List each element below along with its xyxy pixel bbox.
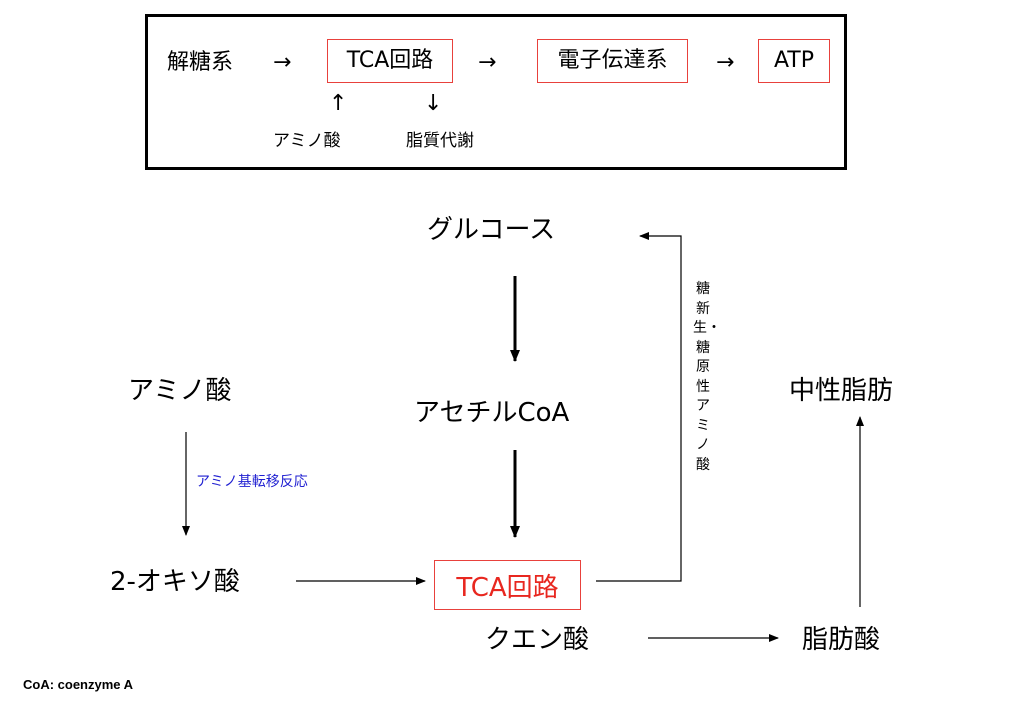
transamination-label: アミノ基転移反応	[196, 474, 308, 490]
summary-up-arrow: ↑	[329, 91, 348, 116]
node-citric-acid: クエン酸	[485, 625, 590, 655]
summary-box	[145, 14, 847, 170]
summary-atp-label: ATP	[773, 48, 815, 73]
summary-down-arrow: ↓	[424, 91, 443, 116]
summary-glycolysis: 解糖系	[167, 50, 234, 75]
node-oxo-acid: 2-オキソ酸	[110, 567, 240, 597]
node-tca-label: TCA回路	[456, 572, 559, 603]
summary-amino-acid: アミノ酸	[273, 131, 341, 151]
summary-atp-box: ATP	[758, 39, 830, 83]
node-neutral-fat: 中性脂肪	[789, 376, 894, 406]
gluconeogenesis-label: 糖新生・糖原性アミノ酸	[693, 281, 721, 473]
summary-lipid-metabolism: 脂質代謝	[406, 131, 474, 151]
summary-arrow-3: →	[716, 50, 735, 75]
arrow-tca-to-glucose	[596, 232, 682, 582]
node-glucose: グルコース	[427, 215, 556, 245]
summary-tca-box: TCA回路	[327, 39, 453, 83]
summary-arrow-1: →	[273, 50, 292, 75]
node-tca-box: TCA回路	[434, 560, 581, 610]
node-acetyl-coa: アセチルCoA	[414, 398, 570, 428]
summary-tca-label: TCA回路	[346, 48, 434, 73]
node-fatty-acid: 脂肪酸	[802, 625, 881, 655]
summary-electron-transport-label: 電子伝達系	[557, 48, 668, 73]
node-amino-acid: アミノ酸	[128, 376, 232, 406]
footnote: CoA: coenzyme A	[23, 677, 134, 692]
summary-arrow-2: →	[478, 50, 497, 75]
summary-electron-transport-box: 電子伝達系	[537, 39, 688, 83]
